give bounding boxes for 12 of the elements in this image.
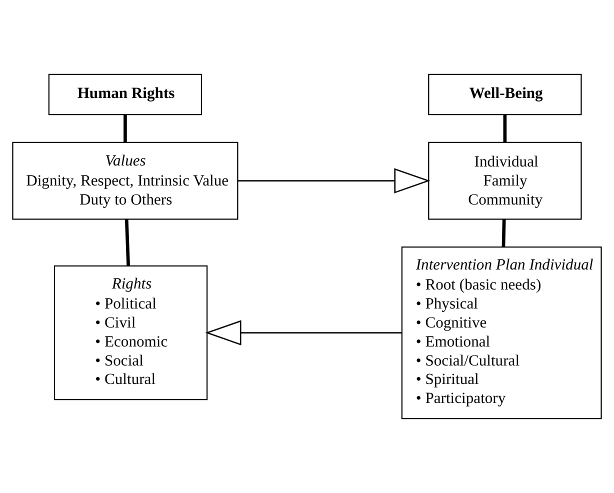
node-box: Human Rights: [48, 74, 202, 116]
node-box: Intervention Plan Individual • Root (basic needs) • Physical • Cognitive • Emotional • Social/Cultural • Spiritual • Participatory: [401, 246, 602, 420]
arrow: [205, 320, 402, 346]
node-box: Well-Being: [428, 74, 582, 116]
node-box: Individual Family Community: [428, 142, 582, 220]
connector: [124, 114, 127, 142]
node-box: Values Dignity, Respect, Intrinsic Value Duty to Others: [12, 142, 238, 220]
connector: [502, 219, 506, 248]
connector: [124, 219, 130, 266]
node-box: Rights • Political • Civil • Economic • Social • Cultural: [54, 265, 208, 400]
arrow: [238, 168, 430, 194]
connector: [503, 114, 507, 142]
